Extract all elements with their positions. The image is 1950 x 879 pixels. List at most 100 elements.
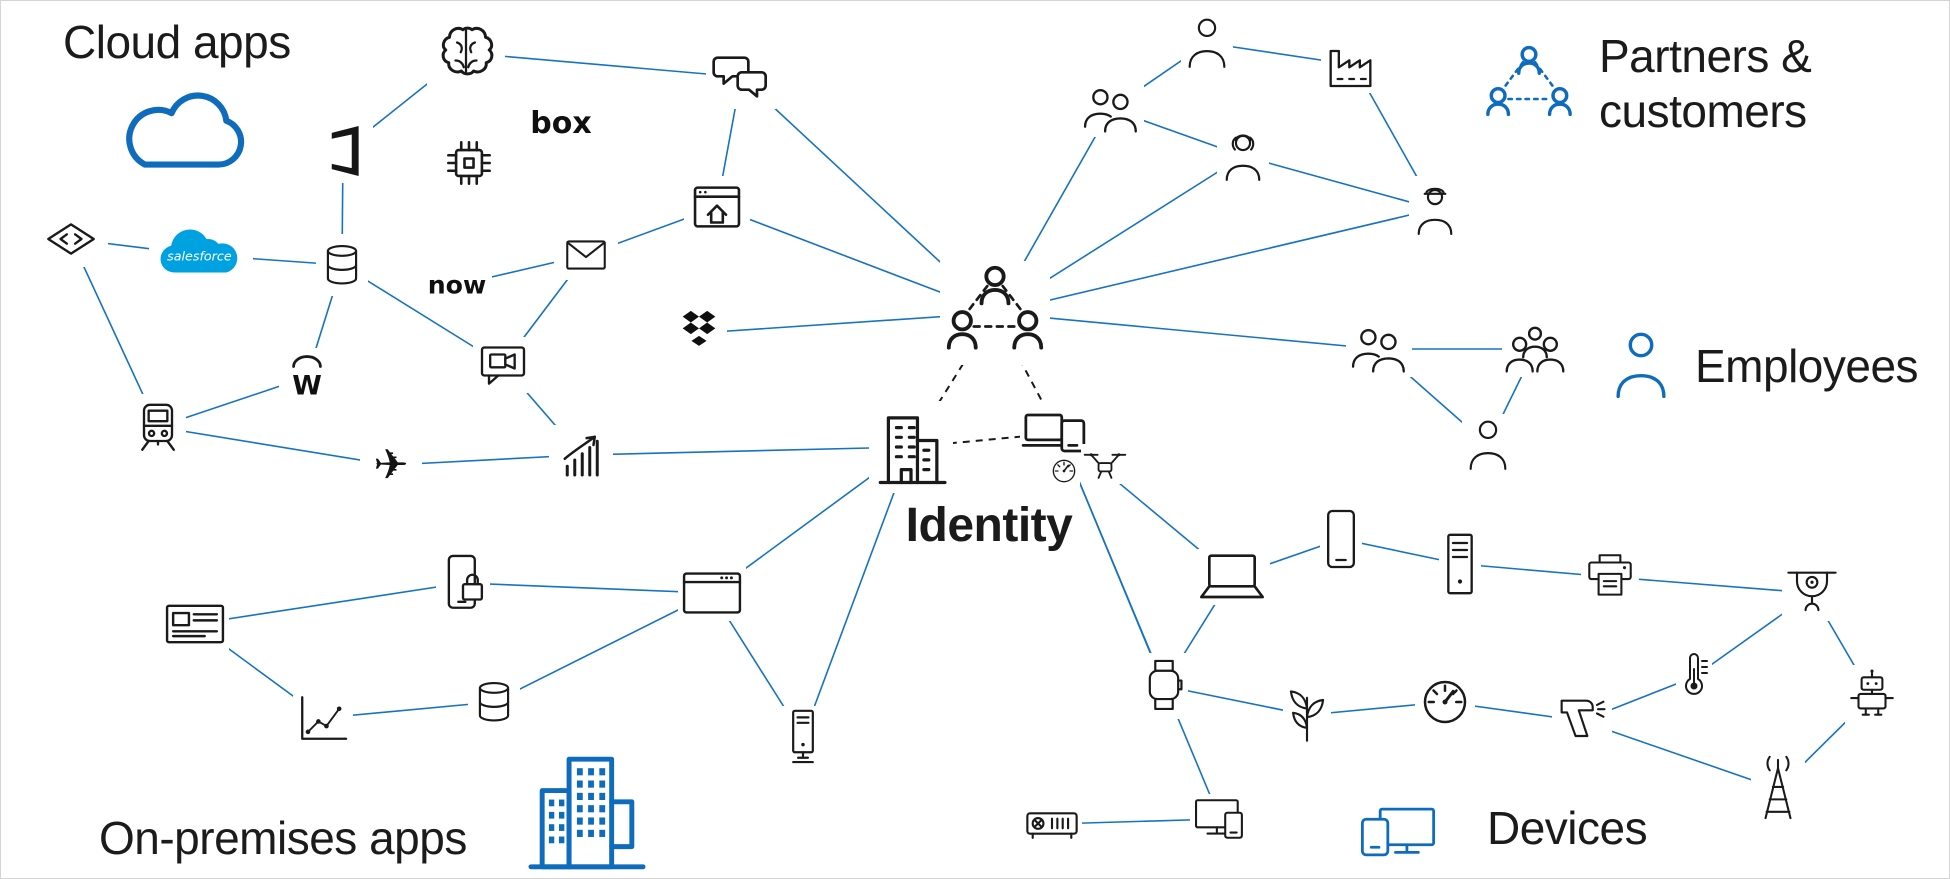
node-brain: [427, 17, 505, 89]
office-logo-icon: [313, 119, 373, 183]
node-group-c: [1502, 321, 1568, 377]
person-icon: [1181, 12, 1233, 74]
smart-watch-icon: [1140, 653, 1188, 719]
node-chart-growth: [549, 425, 613, 485]
phone-lock-icon: [436, 550, 490, 616]
building-icon: [869, 401, 953, 493]
node-cpu: [438, 132, 500, 194]
node-phone: [1320, 506, 1362, 572]
workday-logo-icon: W: [279, 348, 335, 406]
cloud-icon: [108, 86, 258, 186]
node-onprem-icon: [517, 748, 657, 878]
node-code: [34, 211, 108, 267]
node-scatter: [293, 690, 353, 746]
factory-icon: [1321, 37, 1387, 93]
node-office: [313, 119, 373, 183]
train-icon: [130, 394, 186, 460]
node-form: [161, 597, 229, 651]
people-pair-icon: [1346, 321, 1412, 377]
svg-text:box: box: [530, 106, 591, 141]
code-brackets-icon: [34, 211, 108, 267]
server-rack-icon: [1439, 530, 1481, 598]
buildings-blue-icon: [517, 748, 657, 878]
salesforce-logo-icon: salesforce: [149, 228, 253, 282]
node-video-call: [473, 337, 533, 393]
node-person-b: [1462, 414, 1514, 476]
node-thermometer: [1676, 644, 1712, 710]
node-now: now: [422, 267, 492, 303]
airplane-icon: ✈: [360, 437, 422, 493]
node-cell-tower: [1751, 750, 1805, 828]
svg-text:salesforce: salesforce: [167, 249, 232, 264]
person-woman-icon: [1217, 125, 1269, 187]
node-phone-lock: [436, 550, 490, 616]
browser-window-icon: [678, 565, 746, 621]
node-dropbox: [671, 305, 727, 361]
node-airplane: ✈: [360, 437, 422, 493]
svg-text:✈: ✈: [373, 440, 408, 489]
node-cloud: [108, 86, 258, 186]
node-database2: [468, 670, 520, 734]
envelope-icon: [554, 230, 618, 280]
robot-icon: [1845, 665, 1899, 727]
node-identity-gauge: [1048, 455, 1080, 487]
laptop-tablet-icon: [1020, 404, 1098, 462]
node-monitor-device: [1190, 794, 1250, 844]
node-robot: [1845, 665, 1899, 727]
database-icon: [468, 670, 520, 734]
node-database1: [316, 234, 368, 296]
node-salesforce: salesforce: [149, 228, 253, 282]
cell-tower-icon: [1751, 750, 1805, 828]
phone-icon: [1320, 506, 1362, 572]
cpu-icon: [438, 132, 500, 194]
svg-text:W: W: [292, 371, 322, 402]
box-logo-icon: box: [521, 103, 601, 143]
server-tower-icon: [779, 706, 827, 768]
browser-home-icon: [684, 176, 750, 238]
monitor-tablet-icon: [1190, 794, 1250, 844]
printer-icon: [1581, 550, 1639, 604]
node-plant: [1283, 685, 1331, 745]
scatter-chart-icon: [293, 690, 353, 746]
gauge-icon: [1415, 672, 1475, 732]
node-factory: [1321, 37, 1387, 93]
node-identity-building: [869, 401, 953, 493]
person-icon: [1462, 414, 1514, 476]
node-console: [1022, 800, 1082, 848]
barcode-scanner-icon: [1552, 691, 1612, 751]
node-server-rack: [1439, 530, 1481, 598]
node-drone: [1081, 444, 1129, 484]
drone-icon: [1081, 444, 1129, 484]
video-call-icon: [473, 337, 533, 393]
now-logo-icon: now: [422, 267, 492, 303]
node-identity-people: [940, 261, 1050, 365]
dropbox-logo-icon: [671, 305, 727, 361]
node-printer: [1581, 550, 1639, 604]
database-icon: [316, 234, 368, 296]
security-camera-icon: [1782, 565, 1842, 621]
node-laptop: [1194, 549, 1270, 605]
node-group-b: [1346, 321, 1412, 377]
person-hat-icon: [1409, 176, 1461, 242]
node-employees-icon: [1606, 325, 1676, 405]
svg-text:now: now: [428, 270, 487, 299]
gauge-icon: [1048, 455, 1080, 487]
node-gauge-large: [1415, 672, 1475, 732]
node-browser-home: [684, 176, 750, 238]
node-chat: [706, 45, 776, 109]
devices-blue-icon: [1352, 804, 1444, 860]
chart-growth-icon: [549, 425, 613, 485]
people-pair-icon: [1078, 81, 1144, 137]
node-box: box: [521, 103, 601, 143]
form-page-icon: [161, 597, 229, 651]
thermometer-icon: [1676, 644, 1712, 710]
node-server-tower: [779, 706, 827, 768]
crop-plant-icon: [1283, 685, 1331, 745]
node-person-a: [1181, 12, 1233, 74]
people-trio-icon: [1502, 321, 1568, 377]
node-person-hat: [1409, 176, 1461, 242]
node-devices-icon: [1352, 804, 1444, 860]
brain-icon: [427, 17, 505, 89]
person-blue-icon: [1606, 325, 1676, 405]
